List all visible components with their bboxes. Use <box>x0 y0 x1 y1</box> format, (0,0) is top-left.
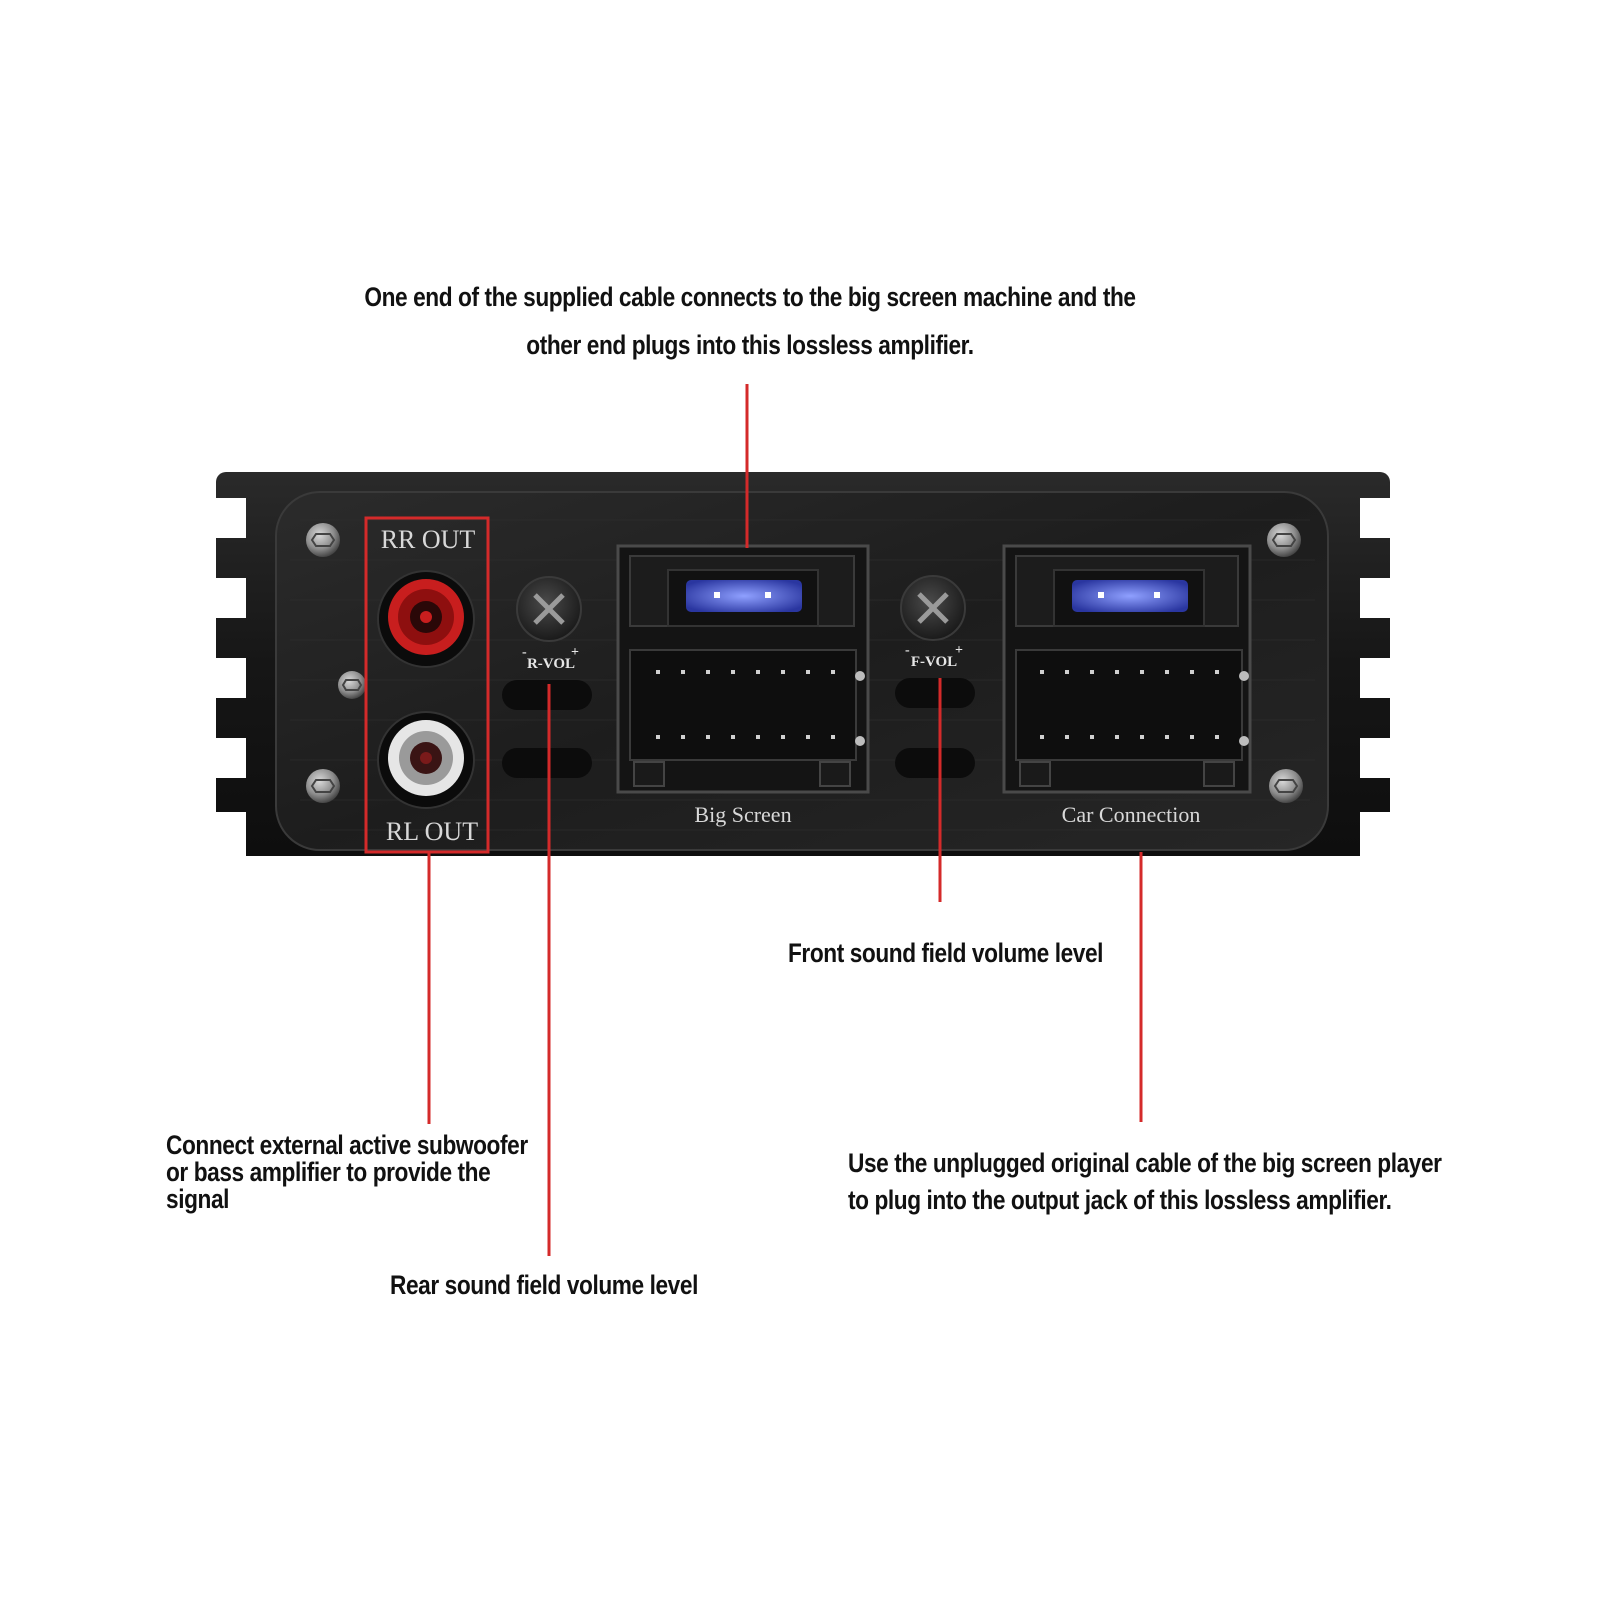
connector-pin <box>656 735 660 739</box>
connector-pin <box>1215 735 1219 739</box>
screw-icon <box>1269 769 1303 803</box>
connector-pin <box>1065 735 1069 739</box>
f-vol-plus: + <box>955 643 963 658</box>
callout-subwoofer-line1: Connect external active subwoofer <box>166 1130 528 1160</box>
connector-pin <box>1140 670 1144 674</box>
connector-key <box>1239 671 1249 681</box>
rca-jack-white[interactable] <box>377 711 475 809</box>
connector-pin <box>1040 735 1044 739</box>
connector-pin <box>756 735 760 739</box>
connector-pins <box>1040 670 1249 746</box>
vent-slot <box>895 678 975 708</box>
connector-pin <box>1115 735 1119 739</box>
connector-pins <box>656 670 865 746</box>
f-vol-minus: - <box>905 643 910 658</box>
volume-knob-icon[interactable] <box>900 575 966 641</box>
callout-rear-volume: Rear sound field volume level <box>390 1270 698 1300</box>
connector-key <box>1239 736 1249 746</box>
connector-pin <box>806 735 810 739</box>
connector-pin <box>806 670 810 674</box>
connector-pin <box>1190 735 1194 739</box>
connector-pin <box>706 670 710 674</box>
callout-top-line2: other end plugs into this lossless ampli… <box>526 330 974 360</box>
f-vol-label: F-VOL <box>911 654 957 670</box>
big-screen-connector[interactable] <box>616 544 870 794</box>
connector-pin <box>1090 735 1094 739</box>
connector-pin <box>1215 670 1219 674</box>
connector-pin <box>706 735 710 739</box>
connector-pin <box>831 735 835 739</box>
car-connection-connector[interactable] <box>1002 544 1252 794</box>
fuse-icon <box>686 580 802 612</box>
connector-pin <box>781 670 785 674</box>
connector-pin <box>731 735 735 739</box>
vent-slot <box>502 680 592 710</box>
rca-jack-red[interactable] <box>377 570 475 668</box>
connector-pin <box>1040 670 1044 674</box>
big-screen-label: Big Screen <box>694 802 791 827</box>
rca-highlight-box <box>364 516 490 854</box>
callout-front-volume: Front sound field volume level <box>788 938 1104 968</box>
rl-out-label: RL OUT <box>386 817 478 846</box>
connector-pin <box>1190 670 1194 674</box>
car-connection-label: Car Connection <box>1062 802 1201 827</box>
connector-pin <box>1165 670 1169 674</box>
callout-output-line2: to plug into the output jack of this los… <box>848 1185 1392 1215</box>
connector-key <box>855 671 865 681</box>
connector-pin <box>781 735 785 739</box>
callout-top-line1: One end of the supplied cable connects t… <box>364 282 1136 312</box>
screw-icon <box>306 769 340 803</box>
connector-pin <box>731 670 735 674</box>
r-vol-label: R-VOL <box>527 656 575 672</box>
connector-pin <box>831 670 835 674</box>
r-vol-minus: - <box>522 645 527 660</box>
connector-pin <box>681 735 685 739</box>
vent-slot <box>502 748 592 778</box>
vent-slot <box>895 748 975 778</box>
fuse-icon <box>1072 580 1188 612</box>
connector-pin <box>1165 735 1169 739</box>
connector-pin <box>1140 735 1144 739</box>
connector-key <box>855 736 865 746</box>
screw-icon <box>338 671 366 699</box>
connector-pin <box>1115 670 1119 674</box>
connector-pin <box>1090 670 1094 674</box>
screw-icon <box>306 523 340 557</box>
connector-pin <box>681 670 685 674</box>
connector-pin <box>1065 670 1069 674</box>
callout-output-line1: Use the unplugged original cable of the … <box>848 1148 1442 1178</box>
connector-pin <box>756 670 760 674</box>
r-vol-plus: + <box>571 645 579 660</box>
callout-subwoofer-line3: signal <box>166 1184 230 1214</box>
rr-out-label: RR OUT <box>381 525 476 554</box>
volume-knob-icon[interactable] <box>516 576 582 642</box>
connector-pin <box>656 670 660 674</box>
callout-subwoofer-line2: or bass amplifier to provide the <box>166 1157 491 1187</box>
screw-icon <box>1267 523 1301 557</box>
